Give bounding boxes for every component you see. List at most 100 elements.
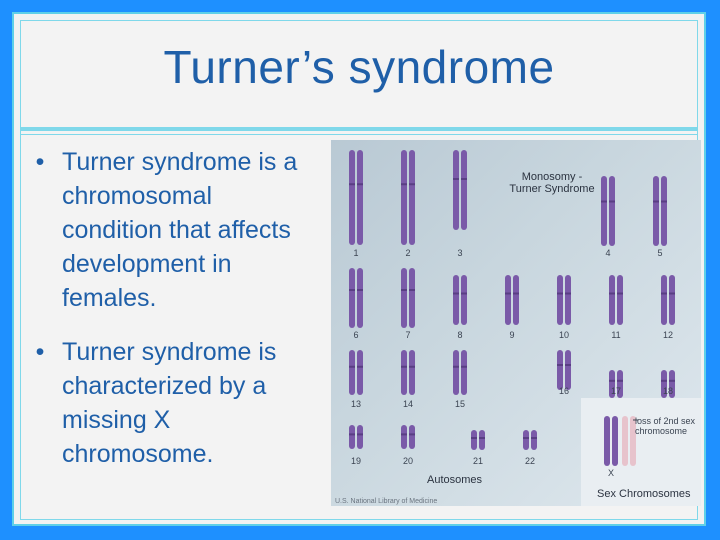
bullet-dot-icon: • [35,338,45,366]
chromatid [401,350,407,395]
chromosome-pair [609,275,623,325]
loss-note: loss of 2nd sex chromosome [635,416,696,436]
bullet-dot-icon: • [35,148,45,176]
chromosome-number: 18 [662,386,673,396]
chromosome-number: 6 [353,330,359,340]
centromere [513,292,519,295]
chromatid [617,370,623,398]
centromere [409,289,415,291]
centromere [349,183,355,186]
chromosome-pair [661,275,675,325]
centromere [357,365,363,368]
centromere [349,433,355,436]
chromosome-number: 8 [457,330,463,340]
centromere [409,433,415,436]
chromosome-pair [557,275,571,325]
centromere [479,437,485,439]
chromosome-pair [401,350,415,395]
chromosome-number: 13 [350,399,361,409]
centromere [453,178,459,180]
centromere [531,437,537,439]
chromatid [609,176,615,246]
chromatid [523,430,529,450]
bullet-item: • Turner syndrome is a chromosomal condi… [28,145,318,315]
chromosome-number: 16 [558,386,569,396]
chromatid [565,275,571,325]
figure-heading: Monosomy - Turner Syndrome [509,171,595,195]
centromere [461,365,467,368]
centromere [565,364,571,366]
chromatid [401,425,407,449]
centromere [401,365,407,368]
centromere [609,292,615,295]
chromosome-pair [505,275,519,325]
chromosome-pair [453,350,467,395]
chromosome-pair [653,176,667,246]
chromosome-pair [401,268,415,328]
chromatid [471,430,477,450]
chromosome-number: 2 [405,248,411,258]
centromere [565,292,571,295]
chromosome-number: 9 [509,330,515,340]
chromosome-pair [349,350,363,395]
chromosome-number: 17 [610,386,621,396]
chromatid [565,350,571,390]
chromosome-number: 21 [472,456,483,466]
chromatid [669,275,675,325]
x-chromosome-label: X [608,468,615,478]
centromere [523,437,529,439]
title-divider [20,127,698,131]
centromere [653,200,659,203]
centromere [409,183,415,186]
chromatid [557,275,563,325]
chromatid [401,150,407,245]
chromosome-pair [557,350,571,390]
chromatid [601,176,607,246]
centromere [669,292,675,295]
chromatid [357,350,363,395]
title-divider-thin [20,134,698,135]
chromatid [661,370,667,398]
centromere [661,379,667,382]
centromere [357,183,363,186]
chromatid [461,150,467,230]
centromere [661,292,667,295]
chromatid [349,425,355,449]
chromosome-pair [401,150,415,245]
centromere [401,289,407,291]
chromatid [661,176,667,246]
chromatid [669,370,675,398]
chromosome-number: 22 [524,456,535,466]
chromatid [409,425,415,449]
chromatid [653,176,659,246]
centromere [557,364,563,366]
sex-chromosome-drawing [604,416,638,466]
chromatid [409,268,415,328]
centromere [349,365,355,368]
chromatid [357,268,363,328]
chromosome-pair [349,425,363,449]
bullet-list: • Turner syndrome is a chromosomal condi… [28,145,318,491]
centromere [617,379,623,382]
centromere [609,379,615,382]
centromere [505,292,511,295]
chromatid [461,350,467,395]
chromatid [609,275,615,325]
centromere [357,289,363,291]
chromosome-number: 7 [405,330,411,340]
chromosome-number: 4 [605,248,611,258]
chromatid [349,350,355,395]
chromatid [453,150,459,230]
sex-chromosomes-label: Sex Chromosomes [597,488,691,500]
chromatid [513,275,519,325]
chromatid [531,430,537,450]
chromatid [557,350,563,390]
centromere [461,178,467,180]
sex-chromosomes-panel: loss of 2nd sex chromosome X Sex Chromos… [581,398,701,506]
chromatid [401,268,407,328]
chromosome-number: 3 [457,248,463,258]
centromere [617,292,623,295]
chromatid [453,275,459,325]
